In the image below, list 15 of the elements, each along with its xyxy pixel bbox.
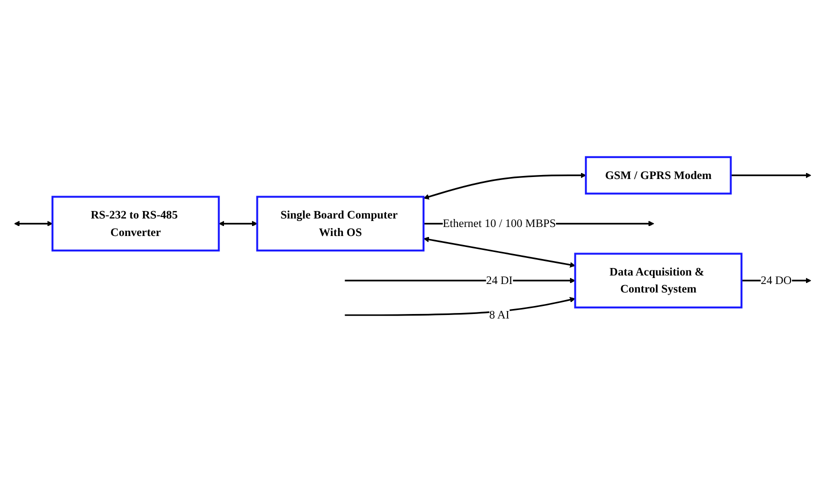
arrow	[218, 220, 258, 227]
process-box: RS-232 to RS-485 Converter	[52, 196, 220, 252]
arrow	[14, 220, 53, 227]
edge-label: Ethernet 10 / 100 MBPS	[442, 216, 556, 230]
process-box: GSM / GPRS Modem	[584, 156, 732, 195]
arrow	[730, 172, 812, 178]
process-box: Single Board Computer With OS	[256, 196, 424, 252]
edge-label: 24 DI	[486, 274, 513, 287]
edge-label: 8 AI	[489, 308, 510, 322]
process-box: Data Acquisition & Control System	[574, 252, 742, 308]
arrow	[424, 236, 576, 268]
edge-label: 24 DO	[760, 274, 792, 287]
edge-label	[344, 278, 576, 284]
edge-label	[344, 297, 576, 316]
arrow	[424, 172, 586, 200]
